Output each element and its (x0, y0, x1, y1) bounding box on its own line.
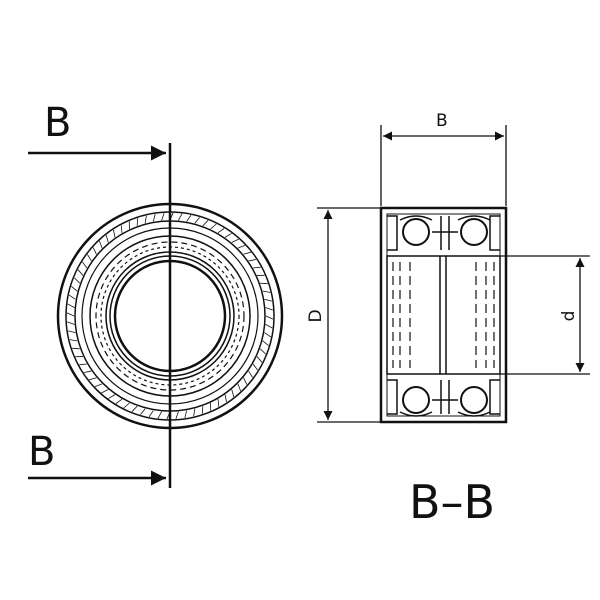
hatch-tick (248, 370, 253, 378)
section-view (379, 206, 508, 424)
hatch-tick (113, 229, 116, 238)
hatch-tick (71, 286, 78, 292)
hatch-tick (68, 294, 76, 300)
hatch-tick (264, 298, 273, 302)
hatch-tick (262, 290, 271, 293)
hatch-tick (152, 213, 156, 222)
hatch-tick (148, 410, 154, 418)
hatch-tick (262, 340, 269, 346)
hatch-tick (217, 228, 225, 234)
hatch-tick (140, 408, 146, 415)
hatch-tick (175, 411, 179, 419)
hatch-tick (161, 213, 165, 221)
dimension-outer-diameter (317, 207, 380, 423)
hatch-tick (186, 214, 192, 222)
hatch-tick (253, 266, 261, 269)
hatch-tick (193, 408, 196, 417)
hatch-tick (69, 339, 78, 342)
hatch-tick (202, 220, 209, 227)
hatch-tick (66, 312, 75, 317)
hatch-tick (243, 251, 251, 255)
hatch-tick (265, 307, 273, 311)
outer-ring-section (379, 206, 508, 424)
hatch-tick (131, 405, 138, 412)
hatch-tick (248, 259, 257, 262)
ball-bottom-right (460, 386, 488, 414)
dimension-inner-diameter (500, 255, 590, 375)
raceways (399, 215, 491, 417)
section-title: B–B (409, 475, 495, 529)
hatch-tick (252, 363, 258, 371)
hatch-tick (217, 399, 220, 407)
hatch-tick (178, 213, 183, 221)
hatch-tick (79, 363, 87, 366)
hatch-tick (101, 389, 109, 394)
cage-dashed-outer (95, 241, 245, 391)
dimension-inner-label: d (559, 311, 579, 322)
hatch-tick (201, 406, 204, 414)
outer-ring-hatching (66, 212, 274, 420)
hatch-tick (77, 269, 84, 276)
dimension-width (380, 125, 507, 206)
ball-top-right (460, 218, 488, 246)
hatch-tick (83, 370, 92, 373)
hatch-tick (231, 389, 235, 397)
hatch-tick (82, 261, 88, 269)
hatch-tick (264, 332, 272, 338)
hatch-tick (237, 383, 241, 392)
hatch-tick (260, 282, 268, 285)
ball-top-left (402, 218, 430, 246)
hidden-lines (392, 262, 495, 368)
hatch-tick (184, 410, 188, 419)
hatch-tick (89, 377, 97, 381)
hatch-tick (115, 398, 123, 404)
hatch-tick (94, 383, 103, 387)
hatch-tick (136, 218, 139, 226)
hatch-tick (259, 348, 266, 355)
hatch-tick (67, 330, 76, 334)
hatch-tick (108, 394, 116, 399)
hatch-tick (231, 238, 239, 243)
hatch-tick (243, 377, 248, 385)
hatch-tick (67, 303, 75, 308)
inner-ring-section (386, 255, 501, 375)
ball-bottom-left (402, 386, 430, 414)
hatch-tick (237, 245, 246, 249)
seals (387, 215, 500, 415)
hatch-tick (92, 247, 97, 255)
hatch-tick (67, 321, 75, 325)
hatch-tick (224, 394, 227, 403)
hatch-tick (99, 240, 103, 249)
dimension-width-label: B (436, 111, 448, 131)
hatch-tick (224, 233, 232, 238)
hatch-tick (87, 254, 92, 262)
hatch-tick (265, 315, 274, 320)
hatch-tick (72, 347, 80, 350)
front-view (56, 143, 284, 488)
section-label-bottom: B (28, 429, 55, 475)
hatch-tick (210, 223, 217, 230)
hatch-tick (256, 356, 263, 363)
hatch-tick (105, 235, 109, 243)
hatch-tick (265, 324, 273, 329)
hatch-tick (123, 402, 130, 409)
hatch-tick (144, 215, 147, 224)
hatch-tick (120, 225, 123, 233)
outer-ring-section-inner (386, 213, 501, 417)
hatch-tick (194, 217, 200, 224)
hatch-tick (74, 277, 81, 284)
hatch-tick (157, 411, 162, 419)
section-label-top: B (44, 100, 71, 146)
dimension-outer-label: D (306, 309, 326, 322)
